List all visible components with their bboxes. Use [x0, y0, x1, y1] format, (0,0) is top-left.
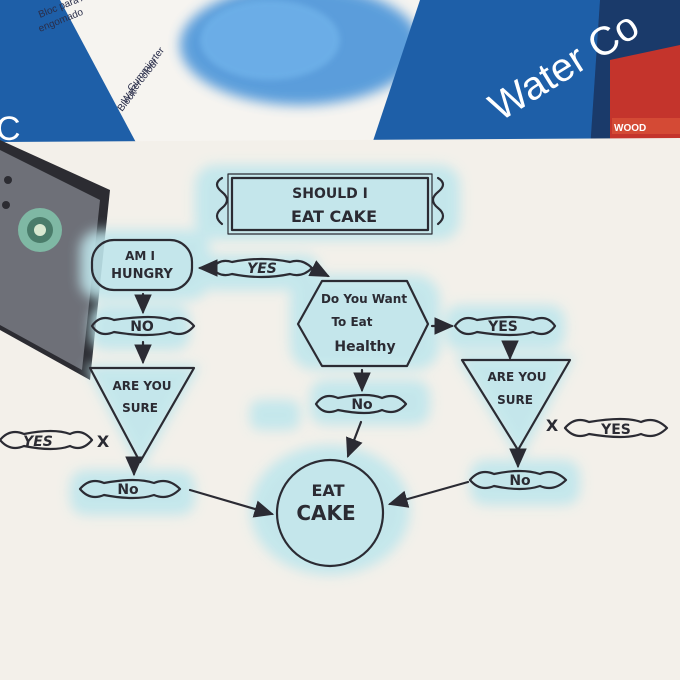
- title-scroll-left: [215, 176, 229, 226]
- x-mark-left: X: [97, 432, 110, 451]
- sure-left-line-2: SURE: [122, 401, 158, 415]
- sure-right-line-1: ARE YOU: [487, 370, 546, 384]
- flow-arrows: [125, 259, 527, 518]
- hungry-line-2: HUNGRY: [111, 267, 173, 282]
- yes-right-label: YES: [600, 422, 631, 438]
- no-label-shape-4: [468, 469, 568, 491]
- x-mark-right: X: [546, 416, 559, 435]
- pad-left-letter: C: [0, 110, 21, 148]
- yes-left-label: YES: [23, 434, 53, 450]
- healthy-line-2: To Eat: [331, 315, 372, 329]
- no-label-shape-1: [90, 315, 196, 337]
- red-box: [610, 45, 680, 150]
- box-label: WOOD: [614, 123, 646, 134]
- healthy-line-3: Healthy: [334, 339, 395, 355]
- healthy-line-1: Do You Want: [321, 292, 407, 306]
- hungry-node: [90, 238, 194, 292]
- no-hungry-label: NO: [130, 319, 154, 335]
- title-frame: [230, 176, 430, 232]
- no-label-shape-3: [78, 478, 182, 500]
- title-line-1: SHOULD I: [292, 186, 368, 202]
- yes-healthy-label: YES: [487, 319, 518, 335]
- sure-left-line-1: ARE YOU: [112, 379, 171, 393]
- hungry-line-1: AM I: [125, 249, 155, 263]
- title-line-2: EAT CAKE: [291, 207, 377, 226]
- yes-label-shape-3: [0, 429, 94, 451]
- cake-line-1: EAT: [312, 481, 345, 500]
- title-frame-outer: [227, 173, 433, 235]
- no-label-shape-2: [314, 393, 408, 415]
- cake-node: [275, 458, 385, 568]
- background-pads: [0, 0, 680, 160]
- cake-line-2: CAKE: [296, 501, 355, 525]
- no-right-label: No: [509, 473, 531, 489]
- title-scroll-right: [431, 176, 445, 226]
- no-healthy-label: No: [351, 397, 373, 413]
- yes-label-shape-2: [453, 315, 557, 337]
- yes-to-healthy-label: YES: [247, 261, 277, 277]
- sure-right-line-2: SURE: [497, 393, 533, 407]
- no-left-label: No: [117, 482, 139, 498]
- yes-label-shape-4: [563, 417, 669, 439]
- stencil-sheet: [0, 140, 110, 380]
- healthy-node: [296, 279, 430, 368]
- sure-left-node: [88, 366, 196, 464]
